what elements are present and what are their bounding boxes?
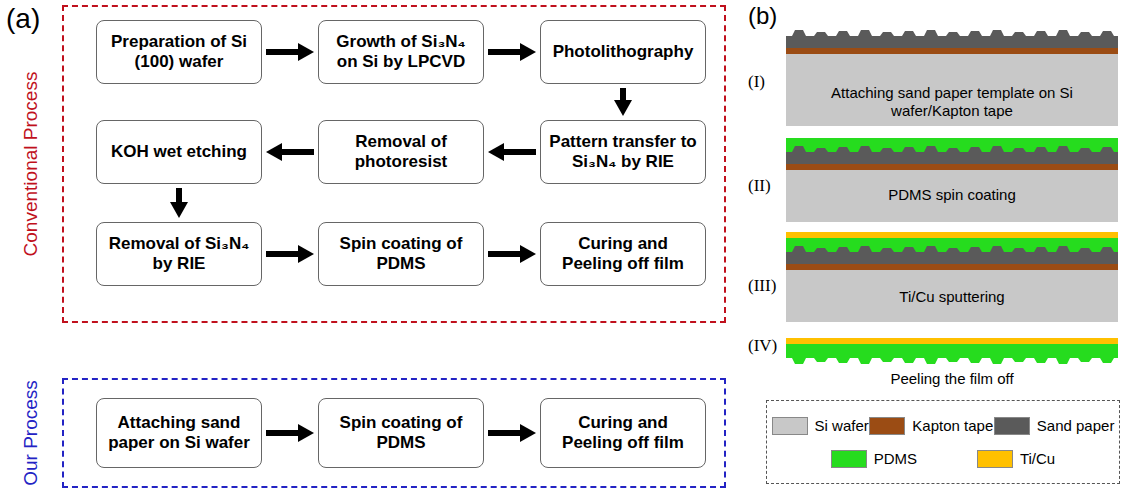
panel-label: (a) xyxy=(6,2,40,36)
si-wafer xyxy=(786,170,1118,222)
process-step-text: Curing and Peeling off film xyxy=(547,413,699,454)
process-box: Pattern transfer to Si₃N₄ by RIE xyxy=(540,120,706,184)
process-step-text: Spin coating of PDMS xyxy=(325,413,477,454)
kapton-layer xyxy=(786,48,1118,54)
legend-entry: Si wafer xyxy=(772,417,869,435)
pdms-layer xyxy=(786,238,1118,252)
process-box: Attaching sand paper on Si wafer xyxy=(96,398,262,468)
stage-caption: PDMS spin coating xyxy=(792,186,1112,204)
process-box: Removal of Si₃N₄ by RIE xyxy=(96,222,262,286)
flow-arrow xyxy=(266,251,298,257)
group-heading: Our Process xyxy=(20,380,42,486)
process-step-text: Growth of Si₃N₄ on Si by LPCVD xyxy=(325,32,477,73)
legend-text: Sand paper xyxy=(1037,417,1115,434)
legend-swatch xyxy=(994,417,1030,435)
flow-arrow xyxy=(266,49,298,55)
process-box: Photolithography xyxy=(540,20,706,84)
process-box: KOH wet etching xyxy=(96,120,262,184)
legend-swatch xyxy=(831,450,867,468)
legend-swatch xyxy=(869,417,905,435)
flow-arrow xyxy=(488,49,520,55)
legend-entry: PDMS xyxy=(831,450,917,468)
ticu-layer xyxy=(786,338,1118,344)
flow-arrow xyxy=(266,430,298,436)
legend-row: Si wafer Kapton tape Sand paper xyxy=(771,409,1115,442)
legend-text: Si wafer xyxy=(815,417,869,434)
process-box: Spin coating of PDMS xyxy=(318,398,484,468)
flow-arrow xyxy=(176,188,182,202)
legend-swatch xyxy=(977,450,1013,468)
stage-caption: Peeling the film off xyxy=(792,370,1112,388)
legend-entry: Kapton tape xyxy=(869,417,993,435)
si-wafer xyxy=(786,270,1118,322)
grit-bumps xyxy=(792,146,1114,152)
ticu-layer xyxy=(786,232,1118,238)
process-step-text: Photolithography xyxy=(553,42,694,62)
process-step-text: KOH wet etching xyxy=(111,142,247,162)
process-box: Curing and Peeling off film xyxy=(540,222,706,286)
panel-label: (b) xyxy=(748,2,777,31)
kapton-layer xyxy=(786,264,1118,270)
flow-arrow xyxy=(488,251,520,257)
stage-number: (I) xyxy=(748,72,765,92)
process-step-text: Pattern transfer to Si₃N₄ by RIE xyxy=(547,132,699,173)
kapton-layer xyxy=(786,164,1118,170)
flow-arrow xyxy=(504,149,536,155)
sandpaper-layer xyxy=(786,152,1118,164)
legend-entry: Sand paper xyxy=(994,417,1115,435)
stage-number: (IV) xyxy=(748,336,777,356)
legend-text: PDMS xyxy=(874,450,917,467)
flow-arrow xyxy=(620,88,626,100)
flow-arrow xyxy=(282,149,314,155)
texture-group xyxy=(792,30,1114,364)
legend-text: Kapton tape xyxy=(912,417,993,434)
process-step-text: Removal of Si₃N₄ by RIE xyxy=(103,234,255,275)
stage-caption: Attaching sand paper template on Si wafe… xyxy=(827,84,1077,120)
si-wafer xyxy=(786,54,1118,126)
legend-text: Ti/Cu xyxy=(1020,450,1055,467)
grit-bumps xyxy=(792,358,1114,364)
legend-swatch xyxy=(772,417,808,435)
process-step-text: Removal of photoresist xyxy=(325,132,477,173)
process-box: Removal of photoresist xyxy=(318,120,484,184)
legend-entry: Ti/Cu xyxy=(977,450,1055,468)
process-group: Attaching sand paper on Si wafer Spin coa… xyxy=(62,378,726,488)
stage-number: (III) xyxy=(748,276,776,296)
stage-caption: Ti/Cu sputtering xyxy=(792,288,1112,306)
group-heading: Conventional Process xyxy=(20,72,42,257)
grit-bumps xyxy=(792,30,1114,36)
process-box: Curing and Peeling off film xyxy=(540,398,706,468)
process-box: Spin coating of PDMS xyxy=(318,222,484,286)
process-step-text: Attaching sand paper on Si wafer xyxy=(103,413,255,454)
process-step-text: Curing and Peeling off film xyxy=(547,234,699,275)
sandpaper-layer xyxy=(786,252,1118,264)
process-group: Preparation of Si (100) wafer Growth of S… xyxy=(62,5,726,323)
sandpaper-layer xyxy=(786,36,1118,48)
process-box: Growth of Si₃N₄ on Si by LPCVD xyxy=(318,20,484,84)
legend-box: Si wafer Kapton tape Sand paperPDMS Ti/Cu xyxy=(766,400,1120,484)
stage-number: (II) xyxy=(748,176,771,196)
pdms-layer xyxy=(786,138,1118,152)
process-box: Preparation of Si (100) wafer xyxy=(96,20,262,84)
process-step-text: Preparation of Si (100) wafer xyxy=(103,32,255,73)
grit-bumps xyxy=(792,246,1114,252)
pdms-layer xyxy=(786,344,1118,358)
legend-row: PDMS Ti/Cu xyxy=(771,442,1115,475)
process-step-text: Spin coating of PDMS xyxy=(325,234,477,275)
flow-arrow xyxy=(488,430,520,436)
